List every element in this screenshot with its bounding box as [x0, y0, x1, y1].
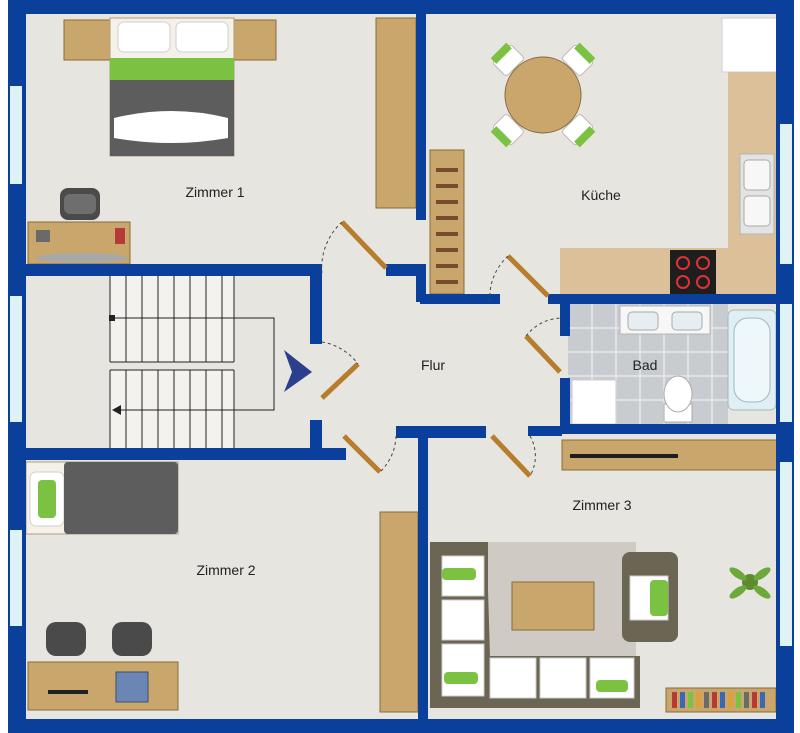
- desk-icon: [27, 221, 131, 265]
- bed-icon: [25, 461, 179, 535]
- kueche-furniture: [429, 17, 779, 296]
- sofa-icon: [430, 542, 640, 708]
- sink-icon: [739, 153, 775, 235]
- shower-tray: [571, 379, 617, 425]
- bookshelf-icon: [665, 687, 777, 713]
- windows: [10, 86, 792, 646]
- bad-furniture: [568, 304, 777, 425]
- plant-icon: [729, 567, 771, 599]
- wine-rack-icon: [429, 149, 465, 295]
- room-label-bad: Bad: [633, 357, 658, 373]
- room-label-kueche: Küche: [581, 187, 621, 203]
- sink-icon: [619, 305, 711, 335]
- counter-bottom: [560, 248, 778, 296]
- wardrobe-icon: [375, 17, 417, 209]
- room-label-zimmer-3: Zimmer 3: [572, 497, 631, 513]
- chair-icon: [46, 622, 152, 656]
- chair-icon: [60, 188, 100, 220]
- stair-direction-arrow-icon: [284, 350, 312, 392]
- room-label-zimmer-1: Zimmer 1: [185, 184, 244, 200]
- room-label-zimmer-2: Zimmer 2: [196, 562, 255, 578]
- nightstand-right: [233, 19, 277, 61]
- wardrobe-icon: [379, 511, 419, 713]
- zimmer-3-furniture: [430, 439, 779, 713]
- zimmer-2-furniture: [25, 461, 419, 713]
- bathtub-icon: [727, 309, 777, 411]
- armchair-icon: [622, 552, 678, 642]
- desk-icon: [27, 661, 179, 711]
- toilet-icon: [663, 375, 693, 423]
- fridge: [721, 17, 779, 73]
- bed-icon: [109, 17, 235, 157]
- doors: [320, 220, 563, 478]
- dining-table-icon: [490, 42, 596, 148]
- room-label-flur: Flur: [421, 357, 445, 373]
- staircase-icon: [109, 276, 275, 448]
- coffee-table: [511, 581, 595, 631]
- zimmer-1-furniture: [27, 17, 417, 265]
- nightstand-left: [63, 19, 113, 61]
- stove-icon: [670, 250, 716, 294]
